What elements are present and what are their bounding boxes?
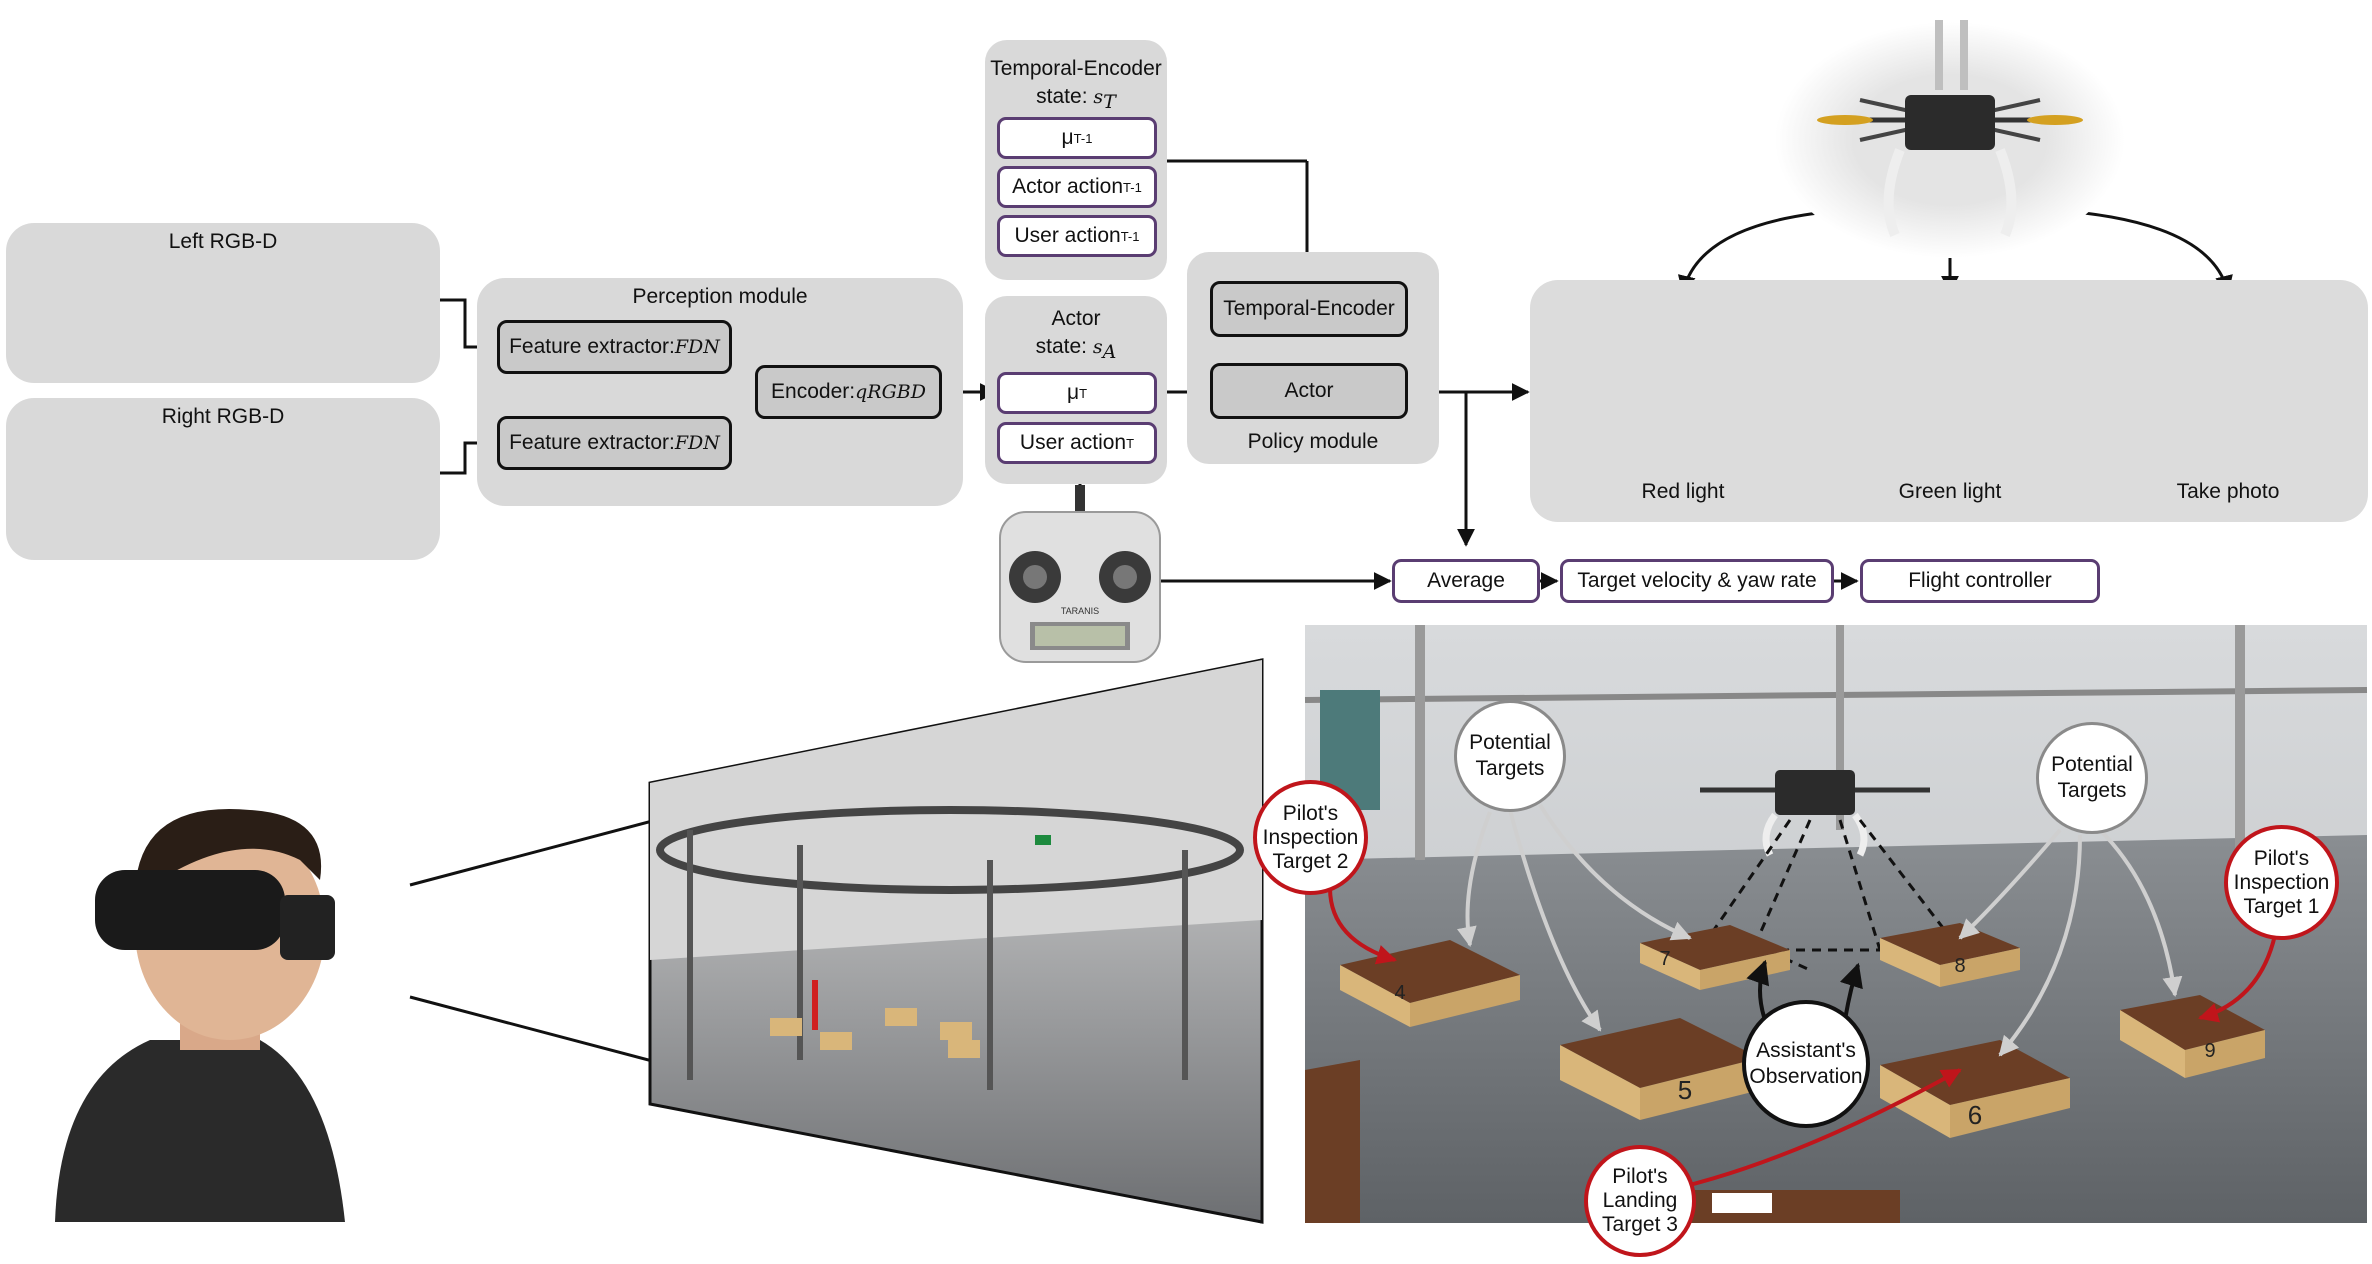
vr-view [409, 658, 1264, 1224]
box-number-5: 5 [1677, 1075, 1693, 1105]
potential-targets-left: Potential Targets [1454, 700, 1566, 812]
feature-extractor-text: Feature extractor: [509, 431, 675, 454]
outputs-panel [1530, 280, 2368, 522]
remote-brand: TARANIS [1061, 606, 1099, 616]
perception-module-title: Perception module [632, 285, 808, 308]
encoder-sub: RGBD [867, 381, 926, 403]
temporal-state-title-line2: state: sT [1036, 85, 1116, 114]
temporal-state-title-line1: Temporal-Encoder [990, 57, 1162, 80]
flight-controller-box: Flight controller [1860, 559, 2100, 603]
left-rgbd-label: Left RGB-D [168, 230, 278, 253]
box-number-4: 4 [1394, 982, 1406, 1004]
feature-extractor-symbol: F [674, 432, 689, 454]
box-number-8: 8 [1954, 955, 1966, 977]
temporal-encoder-box: Temporal-Encoder [1210, 281, 1408, 337]
right-rgbd-label: Right RGB-D [161, 405, 285, 428]
actor-state-symbol: s [1092, 336, 1103, 358]
output-green-light: Green light [1898, 480, 2002, 503]
feature-extractor-sub: DN [688, 432, 720, 454]
output-red-light: Red light [1641, 480, 1725, 503]
box-number-7: 7 [1659, 948, 1671, 970]
average-box: Average [1392, 559, 1540, 603]
feature-extractor-symbol: F [674, 336, 689, 358]
right-rgbd-panel [6, 398, 440, 560]
pilot-inspection-target-2: Pilot's Inspection Target 2 [1253, 780, 1368, 895]
experiment-hall-photo [1304, 625, 2368, 1223]
actor-state-title: Actor state: sA [985, 305, 1167, 366]
encoder-text: Encoder: [771, 380, 856, 403]
target-velocity-box: Target velocity & yaw rate [1560, 559, 1834, 603]
actor-state-title-line2: state: sA [1035, 335, 1117, 364]
encoder-symbol: q [855, 381, 868, 403]
box-number-6: 6 [1967, 1100, 1983, 1130]
output-take-photo: Take photo [2176, 480, 2280, 503]
temporal-state-symbol: s [1093, 86, 1104, 108]
feature-extractor-sub: DN [688, 336, 720, 358]
vr-user-photo [55, 809, 345, 1222]
policy-module-title: Policy module [1247, 430, 1379, 453]
actor-box: Actor [1210, 363, 1408, 419]
assistant-observation: Assistant's Observation [1742, 1000, 1870, 1128]
pilot-landing-target-3: Pilot's Landing Target 3 [1584, 1145, 1696, 1257]
actor-state-title-line1: Actor [1051, 307, 1101, 330]
feature-extractor-text: Feature extractor: [509, 335, 675, 358]
temporal-state-title: Temporal-Encoder state: sT [985, 55, 1167, 116]
pilot-inspection-target-1: Pilot's Inspection Target 1 [2224, 825, 2339, 940]
box-number-9: 9 [2204, 1040, 2216, 1062]
left-rgbd-panel [6, 223, 440, 383]
remote-controller-photo [999, 485, 1161, 663]
potential-targets-right: Potential Targets [2036, 722, 2148, 834]
main-drone-photo [1775, 20, 2125, 258]
